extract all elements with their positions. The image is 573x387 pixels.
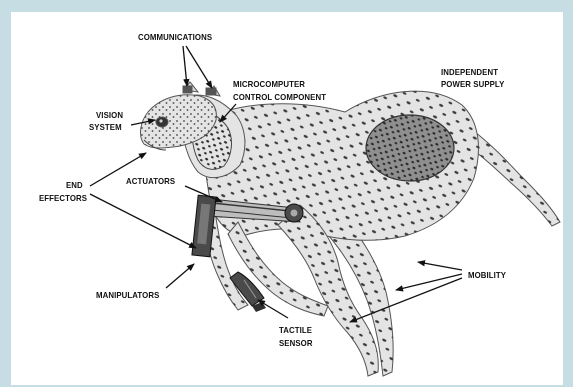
label-tactile-line2: SENSOR <box>279 338 313 348</box>
power-supply <box>366 115 454 181</box>
label-end-effectors-line1: END <box>66 180 83 190</box>
communications-module-right <box>206 88 216 95</box>
label-manipulators: MANIPULATORS <box>96 290 159 300</box>
label-mobility: MOBILITY <box>468 270 506 280</box>
label-vision-line2: SYSTEM <box>89 122 122 132</box>
label-microcomputer-line1: MICROCOMPUTER <box>233 79 305 89</box>
end-effectors-pointer-lower <box>90 194 196 248</box>
communications-pointer-left <box>183 46 187 86</box>
label-actuators: ACTUATORS <box>126 176 175 186</box>
mobility-pointer-upper <box>418 262 462 270</box>
manipulators-pointer <box>166 264 194 288</box>
label-power-line1: INDEPENDENT <box>441 67 498 77</box>
label-communications: COMMUNICATIONS <box>138 32 212 42</box>
label-tactile-line1: TACTILE <box>279 325 312 335</box>
communications-module-left <box>183 86 192 93</box>
label-vision-line1: VISION <box>96 110 123 120</box>
label-end-effectors-line2: EFFECTORS <box>39 193 87 203</box>
label-microcomputer-line2: CONTROL COMPONENT <box>233 92 326 102</box>
label-power-line2: POWER SUPPLY <box>441 79 504 89</box>
